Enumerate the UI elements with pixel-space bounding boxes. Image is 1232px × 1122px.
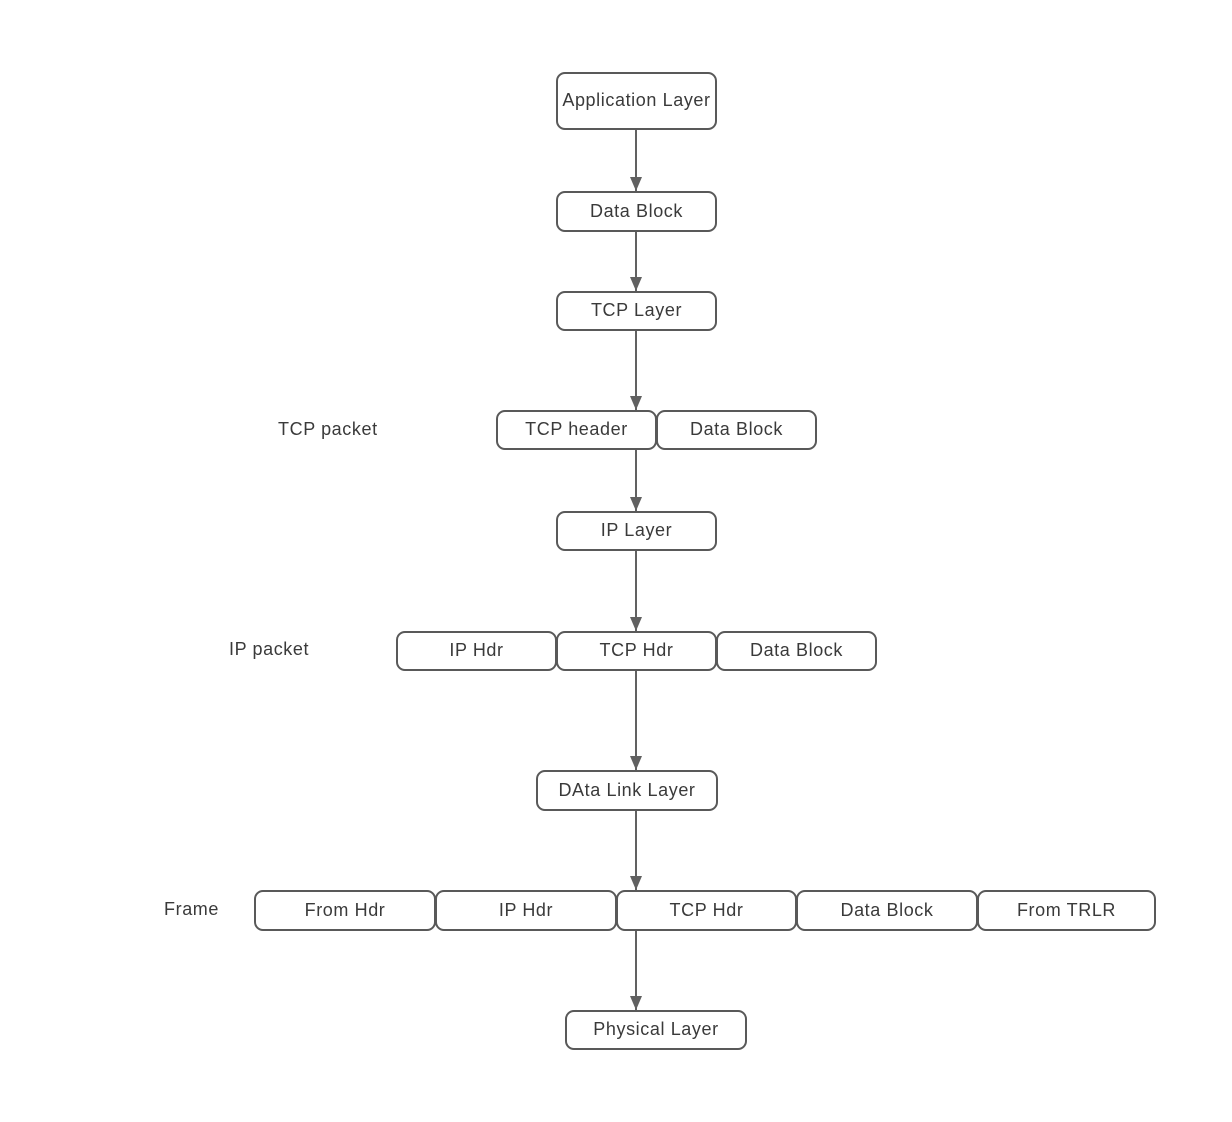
arrow-application-to-datablock-icon [635,130,637,191]
arrow-ippacket-to-datalink-icon [635,671,637,770]
node-data-block: Data Block [556,191,717,232]
node-application-layer: Application Layer [556,72,717,130]
node-frame-from-trlr: From TRLR [977,890,1156,931]
arrow-tcppacket-to-iplayer-icon [635,450,637,511]
arrow-frame-to-physical-icon [635,931,637,1010]
node-tcp-packet-data-block: Data Block [656,410,817,450]
node-frame-from-hdr: From Hdr [254,890,436,931]
node-ip-packet-data-block: Data Block [716,631,877,671]
node-ip-packet-ip-hdr: IP Hdr [396,631,557,671]
node-ip-layer: IP Layer [556,511,717,551]
node-frame-ip-hdr: IP Hdr [435,890,617,931]
node-data-link-layer: DAta Link Layer [536,770,718,811]
node-frame-tcp-hdr: TCP Hdr [616,890,797,931]
arrow-datalink-to-frame-icon [635,811,637,890]
row-label-ip-packet: IP packet [229,639,310,659]
row-label-frame: Frame [164,899,220,919]
node-tcp-header: TCP header [496,410,657,450]
row-label-tcp-packet: TCP packet [278,419,378,439]
node-tcp-layer: TCP Layer [556,291,717,331]
arrow-tcplayer-to-tcppacket-icon [635,331,637,410]
node-frame-data-block: Data Block [796,890,978,931]
arrow-iplayer-to-ippacket-icon [635,551,637,631]
arrow-datablock-to-tcplayer-icon [635,232,637,291]
node-ip-packet-tcp-hdr: TCP Hdr [556,631,717,671]
node-physical-layer: Physical Layer [565,1010,747,1050]
